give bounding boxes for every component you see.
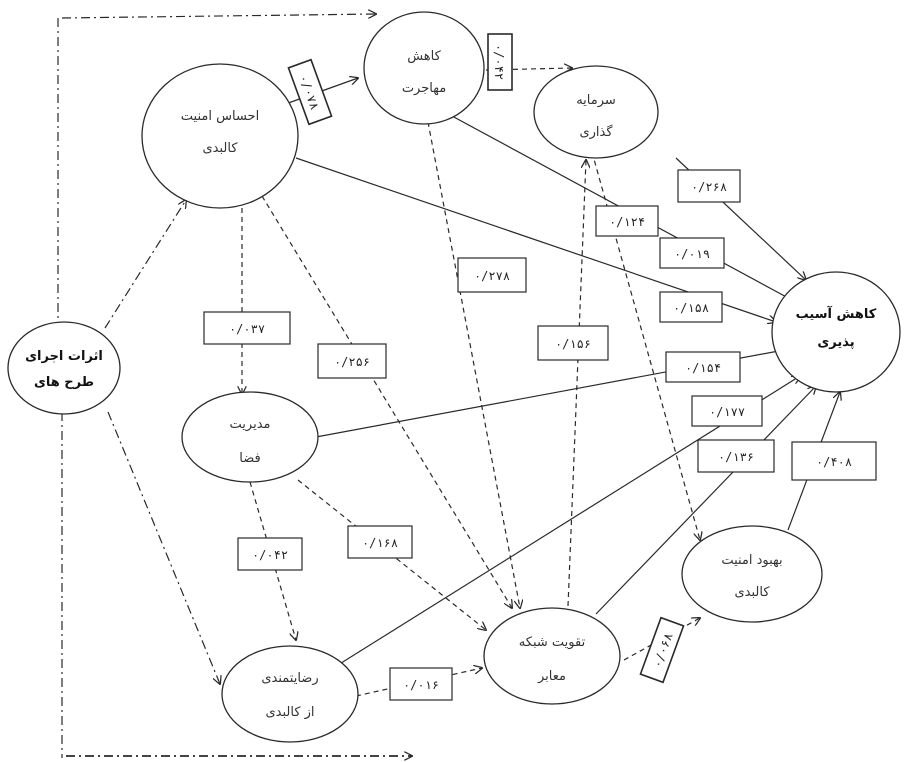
- coef-space-to-vulnerability: ۰/۱۵۴: [665, 351, 741, 383]
- coef-value: ۰/۱۵۴: [685, 361, 721, 375]
- node-label-line1: سرمایه: [576, 93, 616, 108]
- node-ellipse: [483, 607, 621, 705]
- node-network-strengthening: تقویت شبکه معابر: [483, 607, 621, 705]
- node-label-line2: فضا: [239, 451, 260, 466]
- coef-value: ۰/۱۵۸: [673, 301, 709, 315]
- coef-box: [791, 441, 877, 481]
- node-label-line2: از کالبدی: [265, 705, 314, 720]
- link-network-to-investment: [567, 160, 586, 607]
- node-label-line2: معابر: [537, 669, 566, 684]
- node-label-line1: رضایتمندی: [261, 671, 318, 686]
- coef-investment-to-vulnerability: ۰/۲۶۸: [677, 169, 741, 203]
- node-label-line1: مدیریت: [230, 417, 271, 432]
- node-label-line2: مهاجرت: [402, 81, 446, 96]
- node-label-line1: اثرات اجرای: [25, 349, 103, 364]
- coef-value: ۰/۰۴۲: [492, 44, 506, 80]
- node-ellipse: [363, 11, 485, 125]
- coef-value: ۰/۲۶۸: [691, 180, 727, 194]
- coef-box: [665, 351, 741, 383]
- effects-links: [104, 200, 220, 684]
- coef-value: ۰/۱۷۷: [709, 405, 745, 419]
- link-effects-to-security: [104, 200, 186, 329]
- coef-satisfaction-to-network: ۰/۰۱۶: [389, 667, 453, 701]
- link-network-to-vulnerability: [595, 386, 816, 615]
- coef-value: ۰/۰۴۲: [252, 548, 288, 562]
- coef-value: ۰/۱۵۶: [555, 337, 591, 351]
- node-label-line1: کاهش: [407, 49, 441, 64]
- coef-box: [347, 525, 413, 559]
- node-investment: سرمایه گذاری: [533, 65, 659, 159]
- coef-network-to-improvement: ۰/۰۶۸: [639, 616, 685, 684]
- coef-space-to-satisfaction: ۰/۰۴۲: [237, 537, 303, 571]
- node-reduce-migration: کاهش مهاجرت: [363, 11, 485, 125]
- node-label-line2: گذاری: [579, 124, 613, 140]
- node-space-management: مدیریت فضا: [181, 391, 319, 483]
- coef-value: ۰/۴۰۸: [816, 455, 852, 469]
- node-vulnerability-reduction: کاهش آسیب پذیری: [771, 271, 901, 393]
- coef-box: [457, 257, 527, 293]
- coef-value: ۰/۰۱۶: [403, 678, 439, 692]
- coef-value: ۰/۱۳۶: [718, 450, 754, 464]
- coef-box: [287, 58, 333, 126]
- coef-migration-to-vulnerability: ۰/۱۲۴: [595, 205, 659, 237]
- coef-network-to-vulnerability: ۰/۱۳۶: [697, 439, 775, 473]
- coef-box: [659, 291, 723, 323]
- coef-value: ۰/۲۷۸: [474, 269, 510, 283]
- frame-top-arrow: [61, 14, 376, 18]
- coef-network-to-investment: ۰/۱۵۶: [537, 325, 609, 361]
- node-label-line1: احساس امنیت: [181, 109, 259, 124]
- coef-box: [595, 205, 659, 237]
- coef-value: ۰/۱۲۴: [609, 215, 645, 229]
- node-label-line2: پذیری: [817, 335, 854, 350]
- node-ellipse: [221, 645, 359, 743]
- node-ellipse: [681, 525, 823, 623]
- coef-migration-to-investment: ۰/۰۴۲: [487, 33, 513, 91]
- node-physical-security-improvement: بهبود امنیت کالبدی: [681, 525, 823, 623]
- coef-security-to-space: ۰/۰۳۷: [203, 311, 291, 345]
- coef-box: [317, 343, 387, 379]
- node-ellipse: [533, 65, 659, 159]
- coef-box: [639, 616, 685, 684]
- coef-migration-to-improvement: ۰/۰۱۹: [659, 237, 725, 269]
- coef-value: ۰/۰۱۹: [674, 247, 710, 261]
- coef-security-to-network: ۰/۲۵۶: [317, 343, 387, 379]
- node-label-line1: تقویت شبکه: [519, 635, 586, 650]
- node-physical-security-sense: احساس امنیت کالبدی: [141, 63, 299, 209]
- node-label-line1: کاهش آسیب: [796, 305, 877, 322]
- link-migration-to-network: [427, 121, 520, 608]
- link-effects-to-satisfaction: [107, 411, 220, 684]
- coef-migration-to-network: ۰/۲۷۸: [457, 257, 527, 293]
- coef-box: [537, 325, 609, 361]
- coef-box: [487, 33, 513, 91]
- dashed-links: [242, 68, 700, 697]
- node-ellipse: [141, 63, 299, 209]
- node-ellipse: [181, 391, 319, 483]
- coef-box: [659, 237, 725, 269]
- coef-value: ۰/۲۵۶: [334, 355, 370, 369]
- node-label-line2: کالبدی: [734, 585, 770, 600]
- coef-satisfaction-to-vulnerability: ۰/۱۷۷: [691, 395, 763, 427]
- coef-security-to-vulnerability: ۰/۱۵۸: [659, 291, 723, 323]
- node-label-line2: طرح های: [34, 375, 94, 390]
- coef-improvement-to-vulnerability: ۰/۴۰۸: [791, 441, 877, 481]
- link-network-to-improvement: [623, 618, 700, 661]
- frame-lines: [57, 14, 412, 758]
- node-ellipse: [7, 321, 121, 415]
- node-implementation-effects: اثرات اجرای طرح های: [7, 321, 121, 415]
- node-ellipse: [771, 271, 901, 393]
- coef-box: [203, 311, 291, 345]
- coef-box: [691, 395, 763, 427]
- node-physical-satisfaction: رضایتمندی از کالبدی: [221, 645, 359, 743]
- coef-space-to-network: ۰/۱۶۸: [347, 525, 413, 559]
- node-label-line1: بهبود امنیت: [721, 553, 782, 568]
- coef-box: [389, 667, 453, 701]
- coef-box: [697, 439, 775, 473]
- coef-box: [677, 169, 741, 203]
- coef-box: [237, 537, 303, 571]
- node-label-line2: کالبدی: [202, 141, 238, 156]
- coef-value: ۰/۱۶۸: [362, 536, 398, 550]
- coef-value: ۰/۰۳۷: [229, 322, 265, 336]
